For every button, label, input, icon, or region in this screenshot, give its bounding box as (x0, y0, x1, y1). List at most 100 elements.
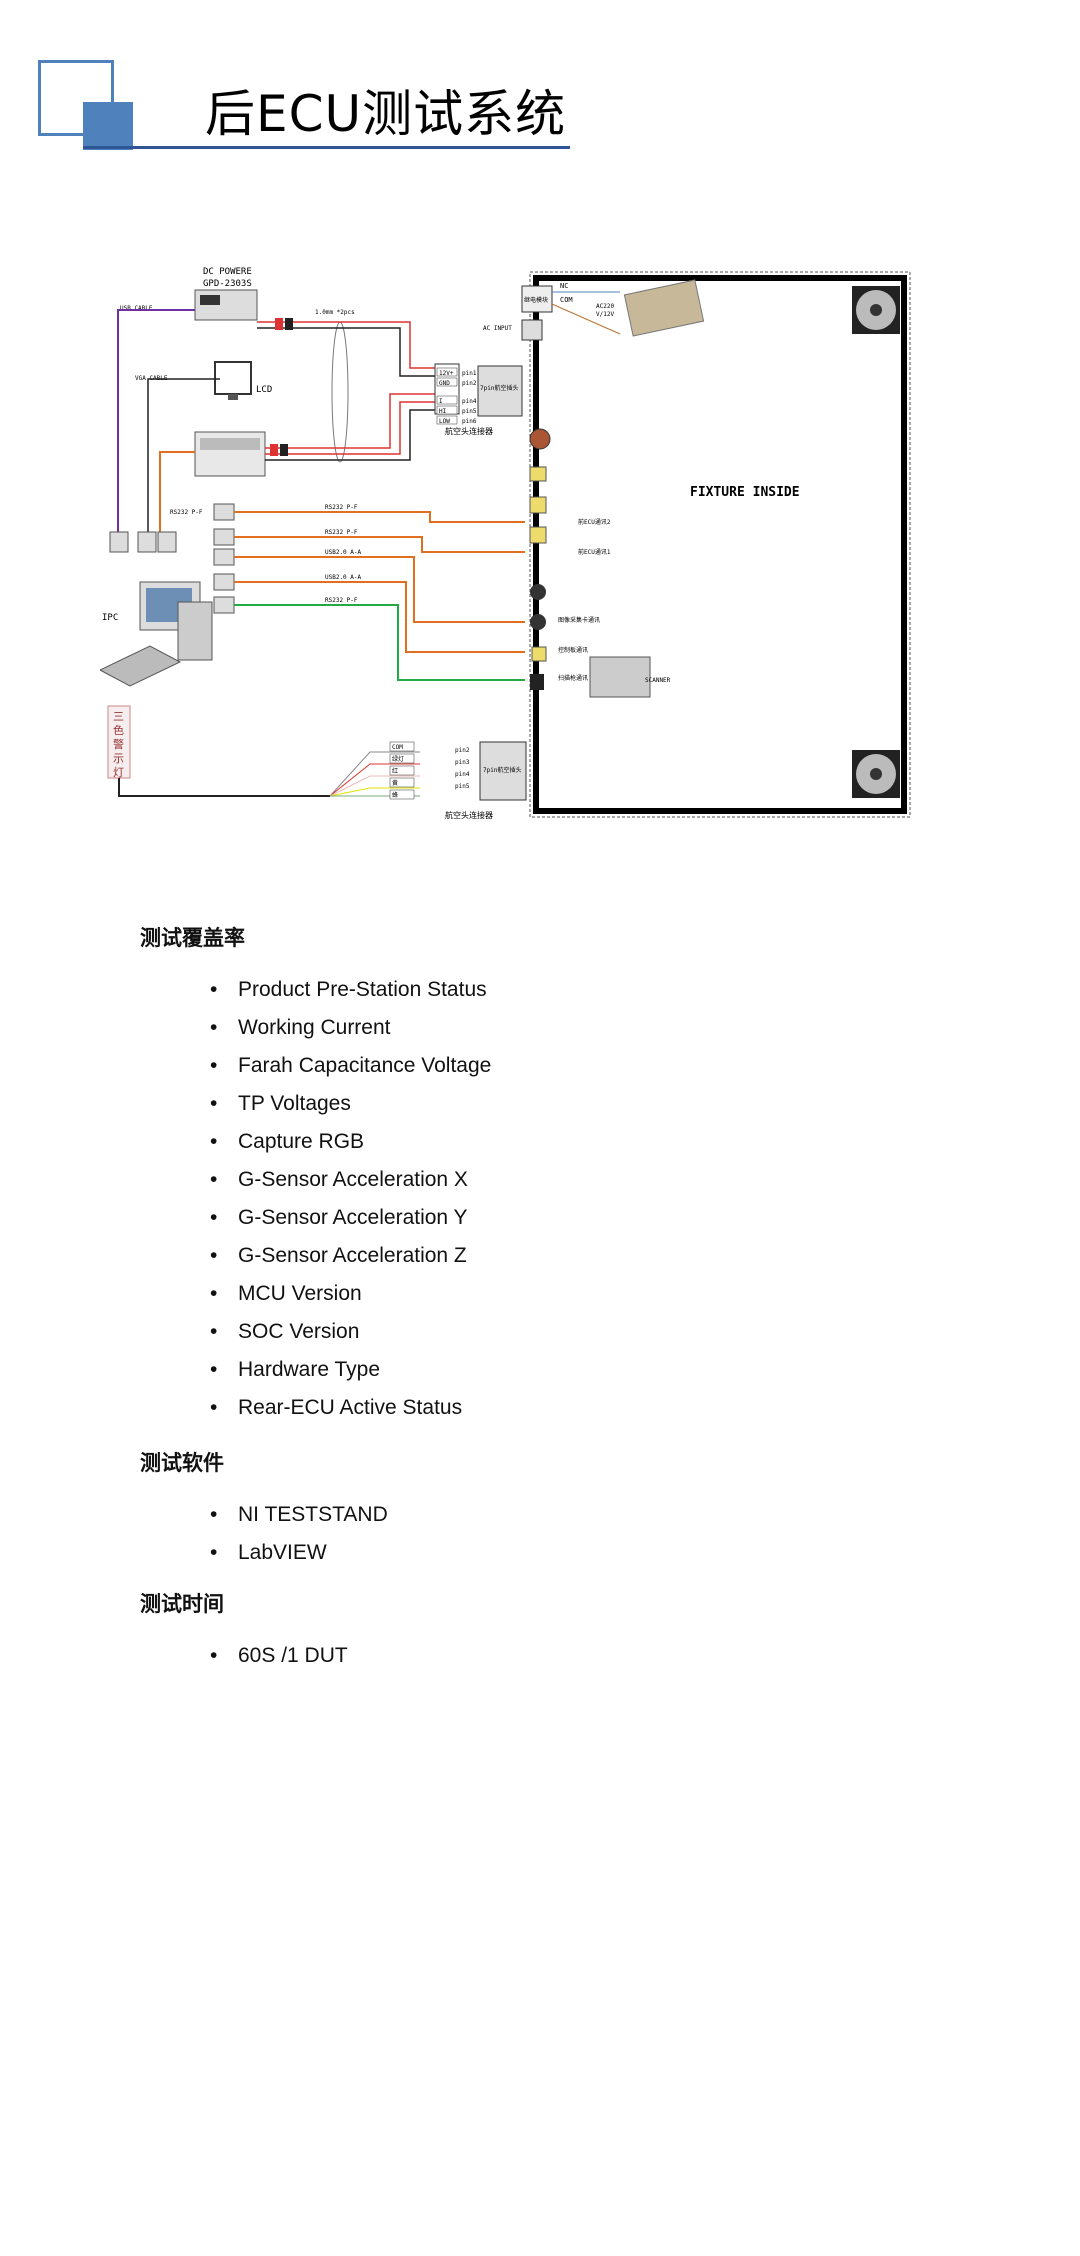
pin-label-box (436, 377, 458, 387)
cable-label: RS232 P-F (325, 504, 358, 511)
svg-text:V/12V: V/12V (596, 311, 614, 318)
pin-number: pin4 (455, 771, 470, 778)
logo-outline-square (38, 60, 114, 136)
list-item-text: NI TESTSTAND (238, 1503, 388, 1526)
list-item-text: LabVIEW (238, 1541, 327, 1564)
cable-label: RS232 P-F (325, 529, 358, 536)
lamp-char: 警 (113, 737, 124, 751)
pin-number: pin6 (462, 418, 477, 425)
page-title: 后ECU测试系统 (205, 85, 567, 143)
pin-number: pin2 (462, 380, 477, 387)
serial-connector (213, 596, 235, 614)
svg-text:RS232 P-F: RS232 P-F (170, 509, 203, 516)
cable-line (234, 556, 525, 623)
list-item-text: Farah Capacitance Voltage (238, 1054, 492, 1077)
section-heading: 测试软件 (140, 1451, 224, 1475)
lamp-label-box (389, 777, 415, 788)
list-item-text: G-Sensor Acceleration Y (238, 1206, 468, 1229)
ac-socket (521, 319, 543, 341)
pin-label: HI (439, 408, 447, 415)
lamp-char: 三 (113, 710, 124, 723)
pin-label: 12V+ (439, 370, 454, 377)
scanner-device (589, 656, 651, 698)
svg-text:7pin航空插头: 7pin航空插头 (483, 766, 521, 774)
pin-number: pin5 (455, 783, 470, 790)
cable-line (234, 511, 525, 523)
ac-dc-power-module (623, 279, 705, 337)
pin-label-box (436, 405, 458, 415)
svg-text:USB CABLE: USB CABLE (120, 305, 153, 312)
svg-text:DC POWERE: DC POWERE (203, 267, 252, 277)
list-item-text: G-Sensor Acceleration Z (238, 1244, 467, 1267)
list-item-text: Working Current (238, 1016, 391, 1039)
pin-number: pin5 (462, 408, 477, 415)
title-underline (83, 146, 570, 149)
system-wiring-diagram: FIXTURE INSIDE 继电模块 NC COM AC220 V/12V A… (100, 267, 911, 820)
lamp-label: 黄 (392, 779, 398, 787)
lamp-char: 示 (113, 752, 124, 765)
lamp-char: 色 (113, 723, 124, 737)
pin-label: LOW (439, 418, 450, 425)
logo-filled-square (83, 102, 133, 150)
svg-text:COM: COM (560, 296, 573, 304)
lamp-label-box (389, 753, 415, 764)
svg-text:航空头连接器: 航空头连接器 (445, 810, 493, 820)
pin-number: pin3 (455, 759, 470, 766)
pin-label: GND (439, 380, 450, 387)
svg-text:AC220: AC220 (596, 303, 614, 310)
list-item-text: Capture RGB (238, 1130, 365, 1153)
cable-line (234, 604, 525, 681)
svg-text:7pin航空插头: 7pin航空插头 (480, 384, 518, 392)
lamp-char: 灯 (113, 766, 124, 779)
svg-text:控制板通讯: 控制板通讯 (558, 646, 588, 654)
pin-label-box (436, 367, 458, 377)
svg-text:继电模块: 继电模块 (524, 296, 548, 304)
serial-connector (213, 548, 235, 566)
pin-label: I (439, 398, 443, 405)
list-item-text: Product Pre-Station Status (238, 978, 487, 1001)
relay-module (521, 285, 553, 313)
serial-connector (213, 503, 235, 521)
fan-icon (852, 286, 900, 334)
list-item-text: Hardware Type (238, 1358, 381, 1381)
ipc-computer-icon (100, 581, 213, 687)
cable-line (234, 581, 525, 653)
aviation-connector (477, 365, 523, 417)
pin-label-box (436, 415, 458, 425)
cable-label: USB2.0 A-A (325, 574, 362, 581)
fan-icon (852, 750, 900, 798)
svg-text:图像采集卡通讯: 图像采集卡通讯 (558, 616, 600, 624)
svg-text:GPD-2303S: GPD-2303S (203, 279, 252, 289)
aviation-connector-2 (479, 741, 527, 801)
lamp-label-box (389, 789, 415, 800)
list-item-text: SOC Version (238, 1320, 360, 1343)
svg-text:前ECU通讯1: 前ECU通讯1 (578, 548, 611, 556)
svg-text:航空头连接器: 航空头连接器 (445, 426, 493, 436)
cable-label: RS232 P-F (325, 597, 358, 604)
cable-label: USB2.0 A-A (325, 549, 362, 556)
svg-text:扫描枪通讯: 扫描枪通讯 (558, 674, 588, 682)
list-item-text: MCU Version (238, 1282, 362, 1305)
pin-number: pin2 (455, 747, 470, 754)
section-heading: 测试覆盖率 (140, 926, 245, 950)
lamp-label: 红 (392, 767, 398, 775)
cable-line (234, 536, 525, 553)
list-item-text: Rear-ECU Active Status (238, 1396, 463, 1419)
list-item-text: G-Sensor Acceleration X (238, 1168, 468, 1191)
fixture-inside-label: FIXTURE INSIDE (690, 485, 800, 500)
svg-text:NC: NC (560, 282, 568, 290)
list-item-text: 60S /1 DUT (238, 1644, 348, 1667)
svg-text:LCD: LCD (256, 385, 272, 395)
svg-text:前ECU通讯2: 前ECU通讯2 (578, 518, 611, 526)
list-item-text: TP Voltages (238, 1092, 351, 1115)
pin-number: pin4 (462, 398, 477, 405)
lamp-label-box (389, 741, 415, 752)
lamp-label: 蜂 (392, 791, 398, 799)
svg-text:SCANNER: SCANNER (645, 677, 671, 684)
lcd-monitor (214, 361, 252, 395)
serial-connector (213, 528, 235, 546)
svg-text:AC INPUT: AC INPUT (483, 325, 512, 332)
serial-connector (213, 573, 235, 591)
lamp-label: COM (392, 744, 403, 751)
svg-text:1.0mm *2pcs: 1.0mm *2pcs (315, 309, 355, 316)
